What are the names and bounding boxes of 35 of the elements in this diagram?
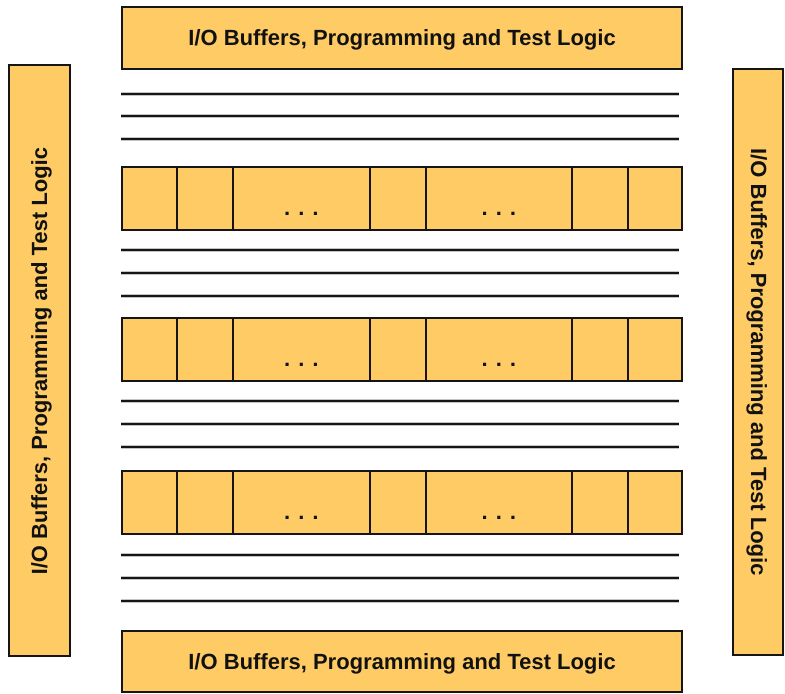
logic-cell bbox=[232, 470, 372, 535]
logic-cell bbox=[121, 317, 178, 382]
logic-cell bbox=[571, 470, 630, 535]
block-label: I/O Buffers, Programming and Test Logic bbox=[188, 648, 616, 674]
logic-cell bbox=[571, 166, 630, 231]
block-label: I/O Buffers, Programming and Test Logic bbox=[26, 146, 52, 574]
logic-cell bbox=[627, 470, 683, 535]
io-block bbox=[121, 630, 683, 693]
io-block bbox=[121, 6, 683, 70]
logic-cell bbox=[425, 317, 574, 382]
logic-cell bbox=[232, 317, 372, 382]
logic-cell bbox=[369, 317, 428, 382]
ellipsis-text: . . . bbox=[284, 346, 320, 372]
logic-cell bbox=[571, 317, 630, 382]
logic-cell bbox=[627, 317, 683, 382]
logic-cell bbox=[232, 166, 372, 231]
ellipsis-text: . . . bbox=[481, 195, 518, 221]
ellipsis-text: . . . bbox=[284, 195, 320, 221]
logic-cell bbox=[176, 166, 234, 231]
ellipsis-text: . . . bbox=[481, 499, 518, 525]
block-label: I/O Buffers, Programming and Test Logic bbox=[188, 25, 616, 51]
logic-cell bbox=[627, 166, 683, 231]
logic-cell bbox=[425, 470, 574, 535]
block-label: I/O Buffers, Programming and Test Logic bbox=[745, 148, 771, 576]
logic-cell bbox=[121, 470, 178, 535]
logic-cell bbox=[176, 317, 234, 382]
io-block bbox=[732, 68, 784, 656]
logic-cell bbox=[121, 166, 178, 231]
logic-cell bbox=[369, 470, 428, 535]
logic-cell bbox=[425, 166, 574, 231]
io-block bbox=[8, 64, 71, 657]
ellipsis-text: . . . bbox=[284, 499, 320, 525]
ellipsis-text: . . . bbox=[481, 346, 518, 372]
logic-cell bbox=[176, 470, 234, 535]
logic-cell bbox=[369, 166, 428, 231]
